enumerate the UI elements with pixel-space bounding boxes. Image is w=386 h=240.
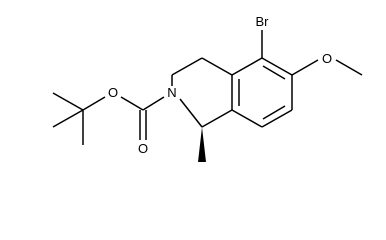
bond-c7-c8 <box>261 109 293 128</box>
bond-o-ch3 <box>335 59 363 76</box>
bond-c1-c8a <box>201 109 233 128</box>
bond-n2-c1 <box>179 98 203 128</box>
boc-group: O O <box>52 85 165 156</box>
aromatic-ring <box>231 57 293 128</box>
bond-c4a-c4 <box>201 57 233 76</box>
molecule-structure: Br O N O O <box>52 14 363 162</box>
tbutyl-methyl-1 <box>52 92 84 111</box>
methoxy-oxygen-label: O <box>322 51 332 66</box>
double-bond-c7-c8 <box>262 105 286 120</box>
bromine-label: Br <box>256 14 270 29</box>
bond-c4-c3 <box>171 57 203 76</box>
bond-o-tbutyl <box>82 96 106 111</box>
bond-c5-c6 <box>261 57 293 76</box>
nitrogen-label: N <box>167 85 176 100</box>
bond-c4a-c5 <box>231 57 263 76</box>
bond-n-carbonyl <box>142 96 165 111</box>
carbonyl-oxygen-label: O <box>138 141 148 156</box>
bond-c8-c8a <box>231 109 263 128</box>
bond-c6-o <box>291 59 319 76</box>
tbutyl-methyl-3 <box>52 109 84 128</box>
saturated-ring <box>171 57 233 128</box>
bond-carbonyl-o-ester <box>120 96 144 111</box>
ester-oxygen-label: O <box>108 85 118 100</box>
methyl-wedge-bond <box>198 127 206 162</box>
double-bond-c5-c6 <box>262 65 286 80</box>
